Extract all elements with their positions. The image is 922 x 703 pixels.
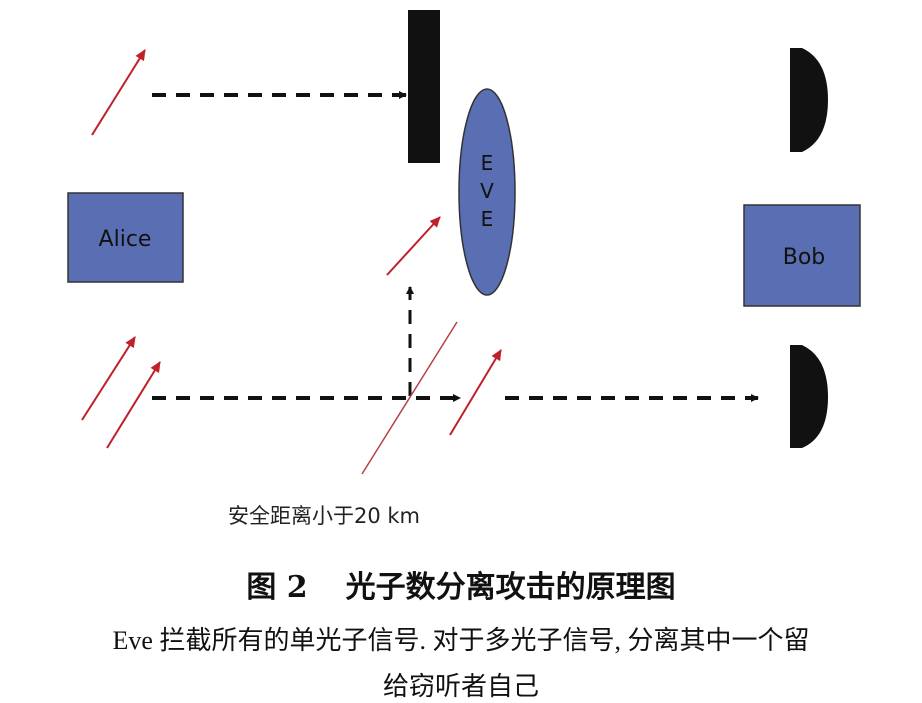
photon-arrow	[91, 49, 146, 136]
alice-label: Alice	[99, 227, 152, 252]
distance-label: 安全距离小于20 km	[228, 504, 420, 528]
alice-node: Alice	[67, 192, 184, 283]
figure-description-line1: Eve 拦截所有的单光子信号. 对于多光子信号, 分离其中一个留	[112, 626, 810, 655]
photon-blocker	[408, 10, 440, 163]
figure-number: 图 2	[246, 570, 308, 605]
photon-arrow	[106, 361, 161, 449]
bob-node: Bob	[743, 204, 861, 307]
figure-caption-title: 图 2 光子数分离攻击的原理图	[0, 562, 922, 606]
eve-node: E V E	[458, 88, 516, 296]
figure-description-line2: 给窃听者自己	[382, 672, 539, 701]
eve-letter: E	[481, 207, 494, 231]
beam-splitter	[361, 321, 458, 475]
photon-arrow	[81, 336, 136, 421]
eve-letter: V	[480, 179, 494, 203]
photon-arrow	[449, 349, 502, 436]
detector-top	[790, 48, 828, 152]
eve-letter: E	[481, 151, 494, 175]
detector-bottom	[790, 345, 828, 448]
figure-title: 光子数分离攻击的原理图	[345, 570, 676, 605]
bob-label: Bob	[783, 245, 826, 270]
photon-arrow	[386, 216, 441, 276]
